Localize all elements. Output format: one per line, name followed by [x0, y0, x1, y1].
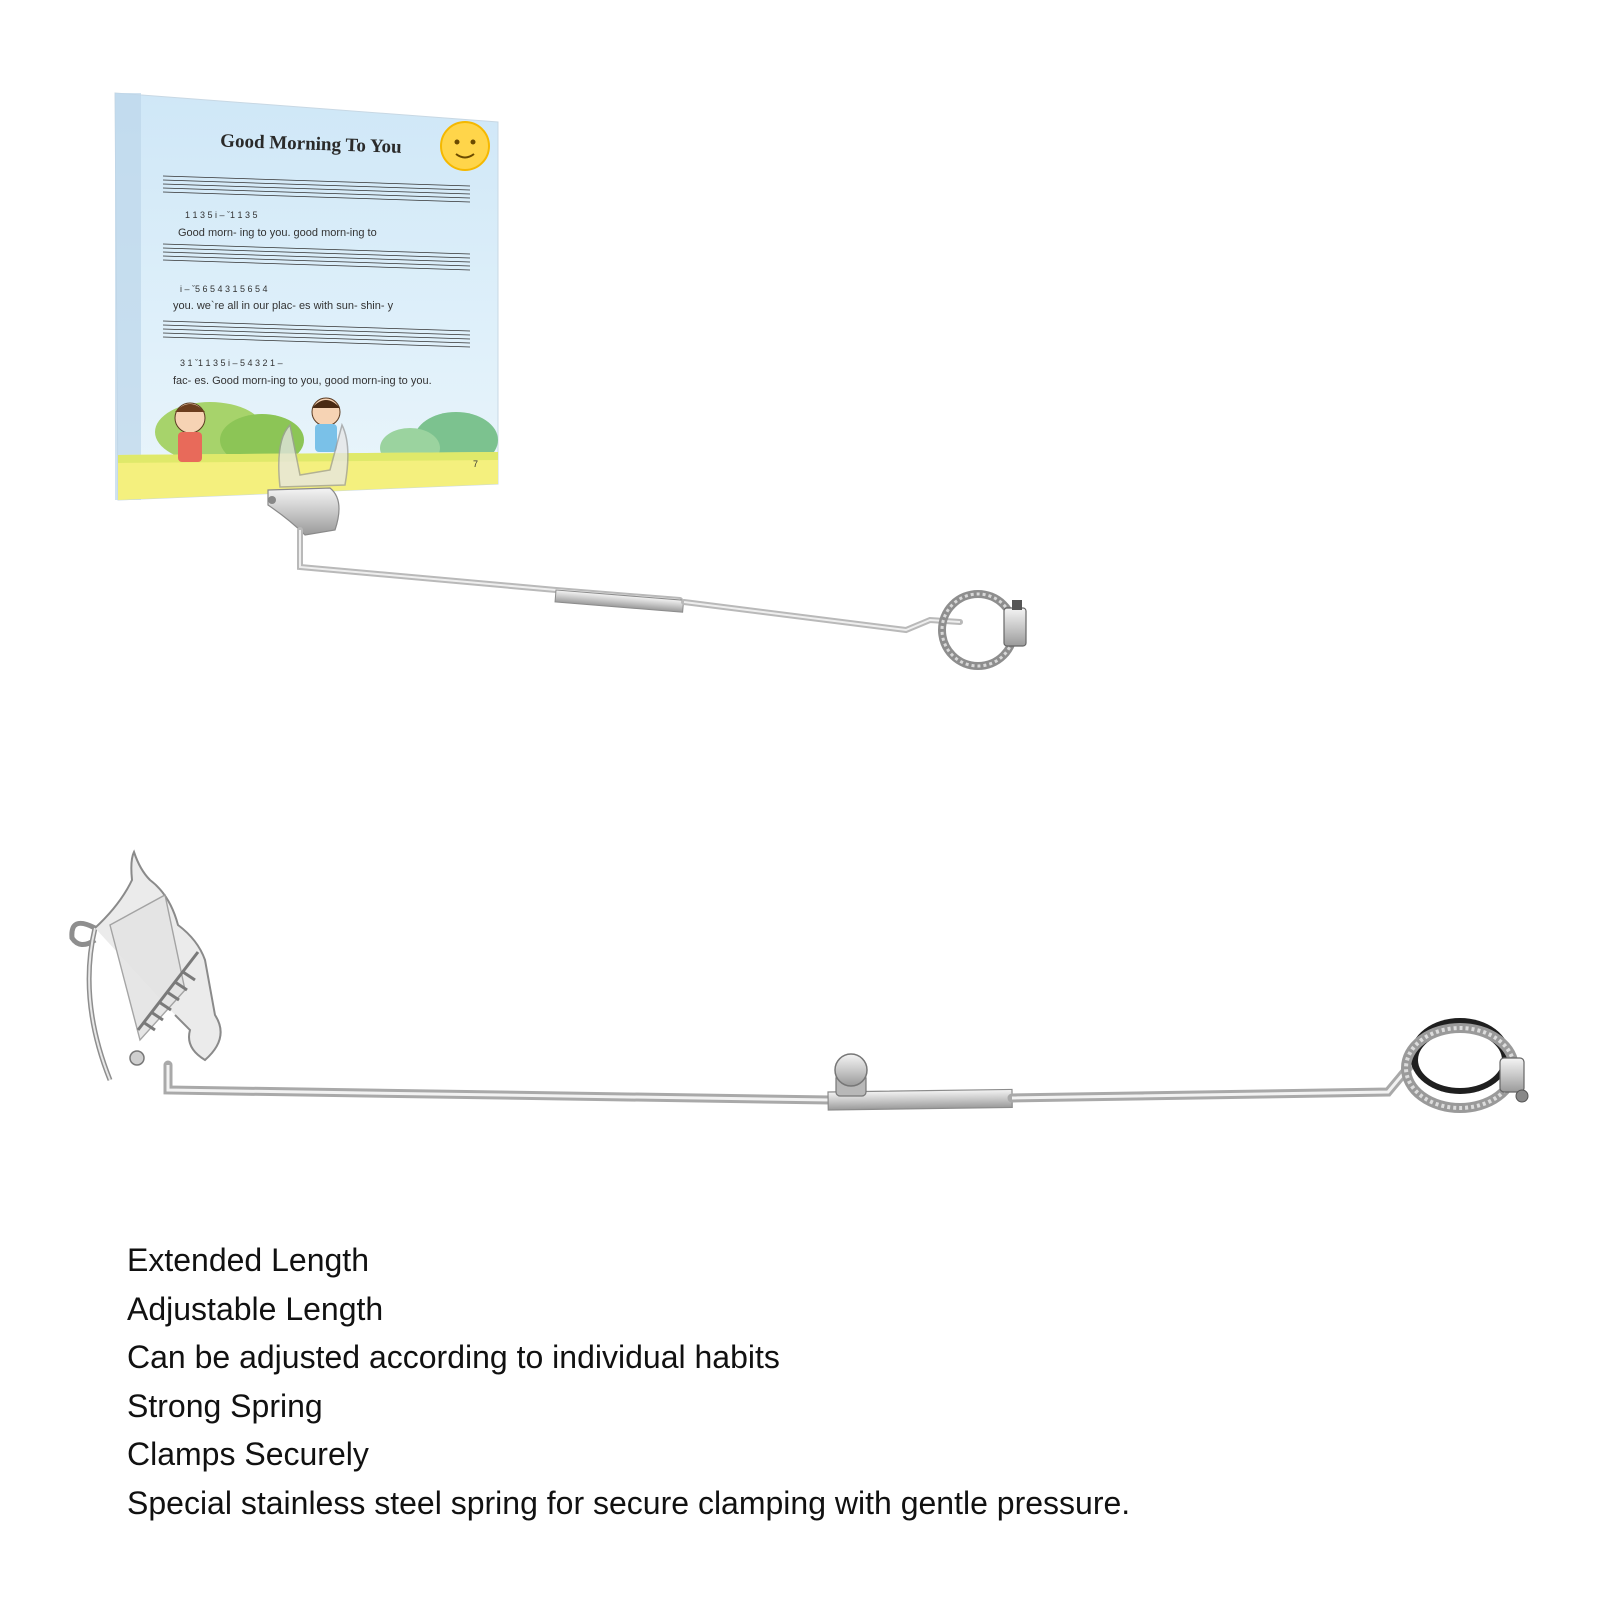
thumb-screw-knob — [834, 1053, 868, 1097]
feature-item: Extended Length — [127, 1242, 369, 1278]
feature-item: Clamps Securely — [127, 1436, 369, 1472]
bottom-adjustable-rod — [163, 1051, 1423, 1111]
top-lyre-clamp — [267, 422, 349, 536]
lyrics-line-1: Good morn- ing to you. good morn-ing to — [178, 227, 377, 239]
music-sheet: Good Morning To You 1 1 3 5 i – ˇ1 1 3 5… — [114, 92, 499, 501]
feature-item: Special stainless steel spring for secur… — [127, 1484, 1131, 1521]
bottom-lyre-clamp — [69, 849, 222, 1081]
staff-line-3 — [162, 320, 471, 348]
staff-line-1 — [162, 175, 471, 203]
top-adjustable-rod — [297, 527, 963, 634]
page-number: 7 — [473, 459, 478, 469]
notation-numbers-2: i – ˇ5 6 5 4 3 1 5 6 5 4 — [180, 284, 268, 294]
feature-list: Extended Length Adjustable Length Can be… — [127, 1236, 1130, 1527]
staff-line-2 — [162, 243, 471, 271]
notation-numbers-1: 1 1 3 5 i – ˇ1 1 3 5 — [185, 210, 258, 220]
notation-numbers-3: 3 1 ˇ1 1 3 5 i – 5 4 3 2 1 – — [180, 358, 283, 368]
top-hose-clamp-ring — [938, 590, 1027, 670]
spring-icon — [136, 951, 200, 1032]
feature-item: Adjustable Length — [127, 1290, 384, 1327]
feature-item: Can be adjusted according to individual … — [127, 1339, 780, 1375]
lyrics-line-3: fac- es. Good morn-ing to you, good morn… — [173, 375, 432, 387]
feature-item: Strong Spring — [127, 1387, 323, 1424]
sun-icon — [440, 121, 490, 171]
lyrics-line-2: you. we`re all in our plac- es with sun-… — [173, 300, 394, 312]
bottom-hose-clamp-ring — [1401, 1018, 1529, 1113]
